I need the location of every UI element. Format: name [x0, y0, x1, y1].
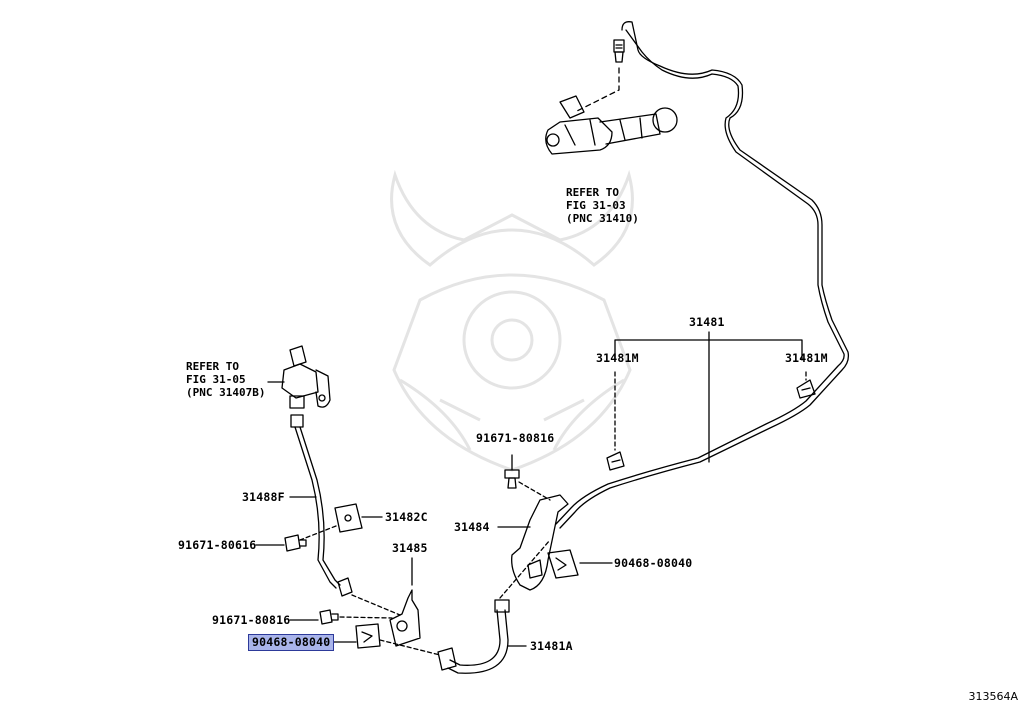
- clip-31482C: [299, 503, 383, 541]
- reference-line: (PNC 31407B): [186, 386, 266, 399]
- part-label-90468-08040-right[interactable]: 90468-08040: [614, 556, 693, 570]
- bolt-91671-80816-bottom: [289, 609, 393, 625]
- watermark-logo: [390, 169, 634, 472]
- release-cylinder: [267, 345, 331, 409]
- clip-90468-08040-right: [547, 549, 613, 579]
- part-label-31488F[interactable]: 31488F: [242, 490, 285, 504]
- reference-note-release-cylinder: REFER TO FIG 31-05 (PNC 31407B): [186, 360, 265, 399]
- part-label-31481M-right[interactable]: 31481M: [785, 351, 828, 365]
- part-label-91671-80816-top[interactable]: 91671-80816: [476, 431, 555, 445]
- bracket-31484: [497, 494, 569, 591]
- reference-line: FIG 31-05: [186, 373, 246, 386]
- reference-line: FIG 31-03: [566, 199, 626, 212]
- part-label-91671-80816-bottom[interactable]: 91671-80816: [212, 613, 291, 627]
- clip-31481M-right: [796, 379, 816, 399]
- reference-line: REFER TO: [186, 360, 239, 373]
- part-label-31481M-left[interactable]: 31481M: [596, 351, 639, 365]
- hose-31481A: [437, 539, 551, 674]
- reference-line: REFER TO: [566, 186, 619, 199]
- part-label-31482C[interactable]: 31482C: [385, 510, 428, 524]
- reference-line: (PNC 31410): [566, 212, 639, 225]
- master-cylinder: [545, 95, 678, 155]
- part-label-91671-80616[interactable]: 91671-80616: [178, 538, 257, 552]
- hose-31488F: [289, 414, 401, 616]
- callout-31481: [614, 331, 807, 463]
- part-label-31481[interactable]: 31481: [689, 315, 725, 329]
- part-label-31481A[interactable]: 31481A: [530, 639, 573, 653]
- part-label-31484[interactable]: 31484: [454, 520, 490, 534]
- figure-id: 313564A: [968, 690, 1018, 703]
- tube-31481: [555, 21, 850, 529]
- clip-90468-08040-left: [329, 623, 441, 656]
- part-label-31485[interactable]: 31485: [392, 541, 428, 555]
- clip-31481M-left: [606, 451, 625, 471]
- bolt-91671-80816-top: [504, 454, 551, 501]
- part-label-90468-08040-selected[interactable]: 90468-08040: [248, 634, 335, 651]
- reference-note-master-cylinder: REFER TO FIG 31-03 (PNC 31410): [566, 186, 639, 225]
- dashed-lead-top: [574, 67, 620, 113]
- tube-top-fitting: [613, 39, 625, 63]
- bracket-31485: [389, 557, 421, 647]
- bolt-91671-80616: [255, 534, 307, 552]
